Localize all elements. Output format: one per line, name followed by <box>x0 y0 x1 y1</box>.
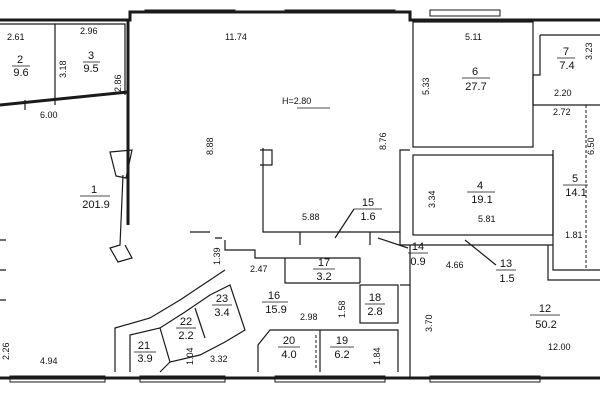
room-15-label: 15 1.6 <box>334 197 382 239</box>
room-12-label: 12 50.2 <box>530 303 560 331</box>
svg-text:0.9: 0.9 <box>410 256 425 268</box>
room-18-label: 18 2.8 <box>365 292 385 318</box>
room-22-label: 22 2.2 <box>176 316 196 342</box>
svg-text:13: 13 <box>500 258 512 270</box>
svg-text:4: 4 <box>477 180 483 192</box>
room-12-walls <box>400 245 600 378</box>
svg-text:9.6: 9.6 <box>13 67 28 79</box>
room-13-label: 13 1.5 <box>464 239 516 285</box>
svg-text:1.04: 1.04 <box>185 347 195 365</box>
svg-text:2.20: 2.20 <box>554 88 572 98</box>
rooms-21-23-walls <box>114 269 246 373</box>
svg-text:2.47: 2.47 <box>250 264 268 274</box>
svg-text:2.8: 2.8 <box>367 306 382 318</box>
room-19-label: 19 6.2 <box>330 335 354 361</box>
corridor-walls <box>260 148 553 246</box>
svg-text:22: 22 <box>180 316 192 328</box>
rooms-2-3-walls <box>0 23 126 110</box>
svg-text:3.23: 3.23 <box>584 42 594 60</box>
svg-text:20: 20 <box>283 335 295 347</box>
svg-text:7: 7 <box>563 46 569 58</box>
svg-text:4.66: 4.66 <box>446 260 464 270</box>
svg-text:1: 1 <box>91 184 97 196</box>
svg-text:3.4: 3.4 <box>214 307 229 319</box>
svg-text:14.1: 14.1 <box>565 187 586 199</box>
svg-text:2.86: 2.86 <box>113 74 123 92</box>
svg-text:5.33: 5.33 <box>421 77 431 95</box>
svg-text:1.58: 1.58 <box>337 300 347 318</box>
outer-walls <box>0 10 600 380</box>
svg-text:1.6: 1.6 <box>360 211 375 223</box>
room-5-label: 5 14.1 <box>563 173 588 199</box>
svg-text:1.81: 1.81 <box>565 230 583 240</box>
svg-text:15: 15 <box>362 197 374 209</box>
svg-text:1.39: 1.39 <box>212 247 222 265</box>
svg-text:3.34: 3.34 <box>427 190 437 208</box>
svg-text:1.5: 1.5 <box>499 273 514 285</box>
svg-text:1.84: 1.84 <box>372 347 382 365</box>
room-2-label: 2 9.6 <box>12 54 30 79</box>
svg-text:6.00: 6.00 <box>40 110 58 120</box>
room-6-label: 6 27.7 <box>462 66 490 93</box>
svg-text:18: 18 <box>369 292 381 304</box>
svg-text:9.5: 9.5 <box>83 63 98 75</box>
svg-text:21: 21 <box>138 340 150 352</box>
room-1-label: 1 201.9 <box>80 184 110 211</box>
svg-text:3: 3 <box>88 50 94 62</box>
room-3-label: 3 9.5 <box>83 50 100 75</box>
svg-text:2.2: 2.2 <box>178 330 193 342</box>
svg-text:12.00: 12.00 <box>548 342 571 352</box>
svg-text:6.50: 6.50 <box>586 137 596 155</box>
room-20-label: 20 4.0 <box>278 335 300 361</box>
svg-text:19: 19 <box>336 335 348 347</box>
svg-text:6.2: 6.2 <box>334 349 349 361</box>
rooms-4-5-walls <box>412 105 600 271</box>
svg-text:16: 16 <box>268 290 280 302</box>
room-7-label: 7 7.4 <box>557 46 575 72</box>
svg-text:11.74: 11.74 <box>225 32 247 42</box>
svg-text:4.94: 4.94 <box>40 356 58 366</box>
svg-text:2: 2 <box>17 54 23 66</box>
room-1-fixtures <box>0 149 222 301</box>
svg-text:17: 17 <box>318 257 330 269</box>
svg-text:3.70: 3.70 <box>424 314 434 332</box>
svg-text:5.81: 5.81 <box>478 214 496 224</box>
room-4-label: 4 19.1 <box>467 180 495 206</box>
svg-text:4.0: 4.0 <box>281 349 296 361</box>
svg-text:2.72: 2.72 <box>553 107 571 117</box>
svg-text:2.98: 2.98 <box>300 312 318 322</box>
room-21-label: 21 3.9 <box>134 340 156 365</box>
svg-text:5.88: 5.88 <box>302 212 320 222</box>
svg-text:3.9: 3.9 <box>137 353 152 365</box>
svg-text:15.9: 15.9 <box>265 304 286 316</box>
svg-text:12: 12 <box>539 303 551 315</box>
svg-text:50.2: 50.2 <box>535 319 556 331</box>
svg-text:2.96: 2.96 <box>80 26 98 36</box>
svg-text:27.7: 27.7 <box>465 81 486 93</box>
svg-text:2.61: 2.61 <box>7 32 25 42</box>
svg-text:23: 23 <box>216 293 228 305</box>
svg-text:3.2: 3.2 <box>316 271 331 283</box>
room-14-label: 14 0.9 <box>377 237 428 268</box>
svg-text:3.32: 3.32 <box>210 354 228 364</box>
svg-text:5.11: 5.11 <box>465 32 482 42</box>
svg-text:5: 5 <box>572 173 578 185</box>
svg-text:201.9: 201.9 <box>82 199 110 211</box>
rooms-16-20-walls <box>224 240 399 372</box>
ceiling-height-label: H=2.80 <box>282 96 311 106</box>
room-17-label: 17 3.2 <box>313 257 335 283</box>
svg-text:19.1: 19.1 <box>471 194 492 206</box>
room-16-label: 16 15.9 <box>262 290 288 316</box>
svg-text:3.18: 3.18 <box>58 60 68 78</box>
rooms-6-7-walls <box>412 21 600 148</box>
svg-text:14: 14 <box>412 241 424 253</box>
room-23-label: 23 3.4 <box>212 293 232 319</box>
svg-text:2.26: 2.26 <box>1 342 11 360</box>
svg-text:6: 6 <box>472 66 478 78</box>
svg-text:7.4: 7.4 <box>559 60 574 72</box>
dimension-labels: 2.61 2.96 3.18 2.86 11.74 5.11 3.23 6.00… <box>1 26 596 366</box>
svg-text:8.76: 8.76 <box>378 132 388 150</box>
svg-text:8.88: 8.88 <box>205 137 215 155</box>
